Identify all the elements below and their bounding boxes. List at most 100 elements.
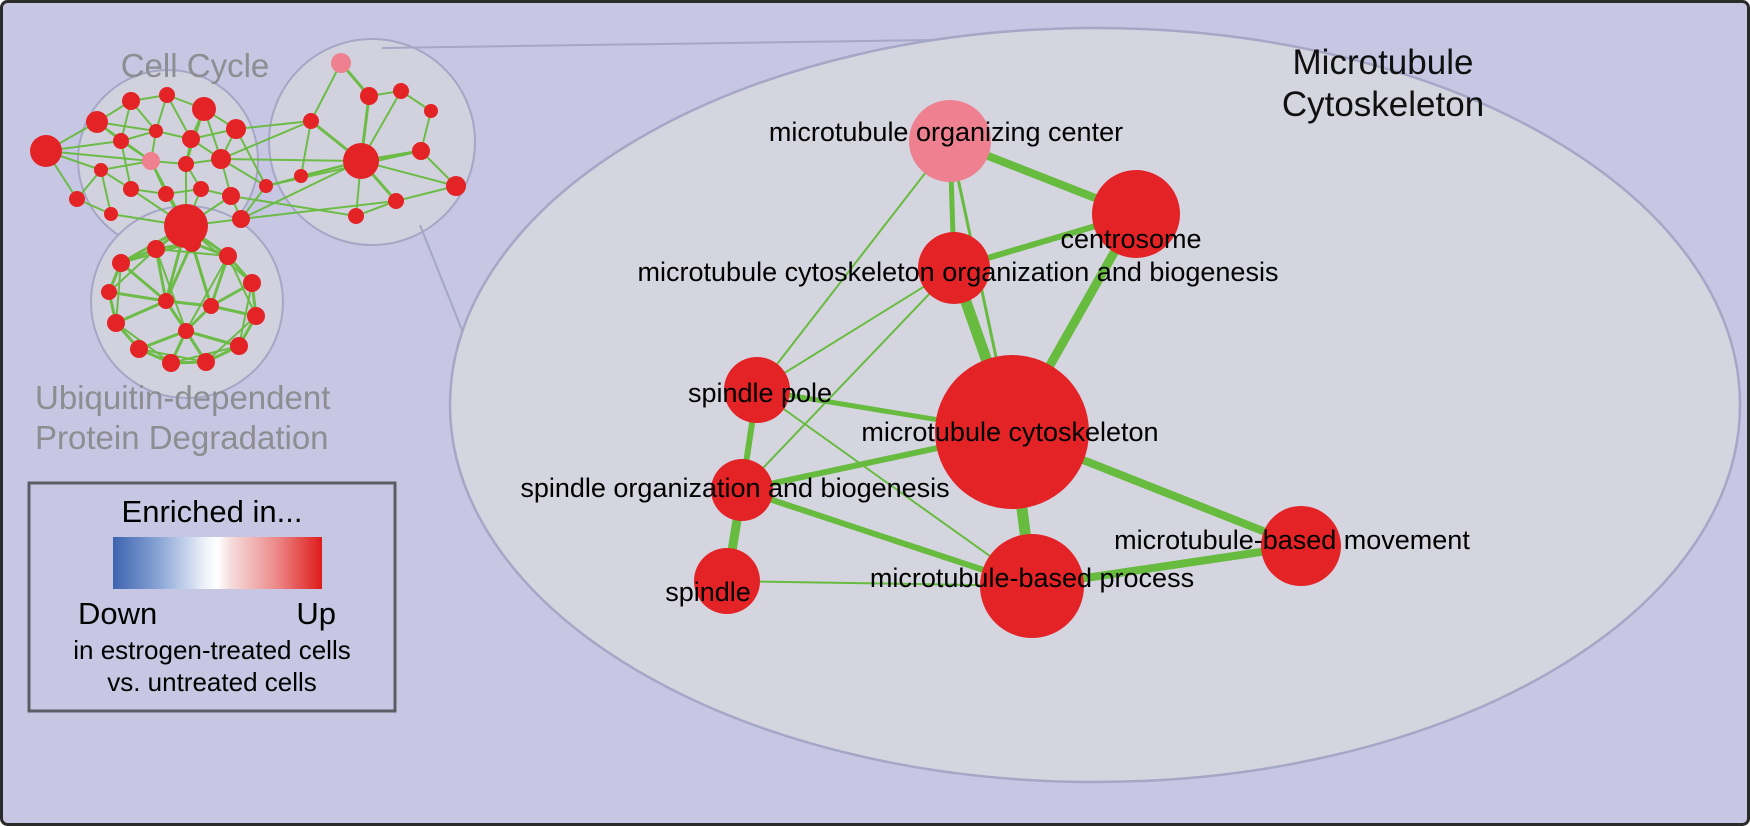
node-label-moc: microtubule organizing center — [769, 117, 1123, 147]
overview-node — [122, 92, 140, 110]
node-mbm — [1261, 506, 1341, 586]
overview-node — [243, 274, 261, 292]
overview-edge — [155, 248, 187, 332]
node-label-sp: spindle pole — [688, 378, 832, 408]
overview-node — [259, 179, 273, 193]
edge-mcob-sob — [741, 267, 955, 491]
overview-node — [412, 142, 430, 160]
node-mcob — [918, 232, 990, 304]
overview-node — [232, 210, 250, 228]
overview-node — [142, 152, 160, 170]
overview-node — [69, 191, 85, 207]
overview-edge — [395, 185, 457, 202]
detail-title-line1: Microtubule — [1293, 43, 1474, 82]
node-label-sob: spindle organization and biogenesis — [520, 473, 949, 503]
detail-network-nodes — [694, 100, 1341, 638]
overview-node — [149, 124, 163, 138]
node-mc — [935, 355, 1089, 509]
overview-node — [182, 130, 200, 148]
overview-node — [343, 143, 379, 179]
overview-node — [203, 298, 219, 314]
ubiquitin-cluster-label-line2: Protein Degradation — [35, 419, 329, 456]
overview-node — [247, 307, 265, 325]
overview-node — [130, 340, 148, 358]
node-label-mc: microtubule cytoskeleton — [861, 417, 1158, 447]
node-mbp — [980, 534, 1084, 638]
legend-title: Enriched in... — [122, 494, 303, 529]
overview-edge — [100, 169, 112, 215]
overview-node — [446, 176, 466, 196]
overview-node — [303, 113, 319, 129]
node-sob — [711, 459, 773, 521]
legend: Enriched in... Down Up in estrogen-treat… — [27, 481, 397, 713]
overview-node — [113, 133, 129, 149]
overview-edge — [310, 62, 342, 122]
node-spindle — [694, 548, 760, 614]
node-label-mcob: microtubule cytoskeleton organization an… — [638, 257, 1279, 287]
overview-node — [178, 323, 194, 339]
overview-edge — [115, 262, 122, 324]
overview-node — [211, 149, 231, 169]
node-moc — [909, 100, 991, 182]
overview-node — [86, 111, 108, 133]
overview-node — [94, 163, 108, 177]
overview-edge — [240, 160, 362, 220]
legend-up-label: Up — [296, 596, 336, 631]
overview-node — [107, 314, 125, 332]
overview-node — [112, 254, 130, 272]
overview-node — [183, 234, 201, 252]
detail-zoom-ellipse — [448, 26, 1742, 784]
node-label-spindle: spindle — [665, 577, 751, 607]
legend-caption-line1: in estrogen-treated cells — [73, 635, 350, 665]
overview-node — [178, 156, 194, 172]
overview-node — [424, 104, 438, 118]
overview-node — [348, 208, 364, 224]
overview-network-nodes — [30, 53, 466, 372]
overview-edge — [155, 248, 229, 257]
overview-node — [192, 97, 216, 121]
overview-edge — [220, 120, 312, 160]
overview-edge — [115, 299, 167, 325]
edge-mcob-sp — [756, 267, 955, 391]
overview-edge — [238, 282, 253, 347]
overview-node — [331, 53, 351, 73]
overview-node — [388, 193, 404, 209]
overview-edge — [235, 120, 312, 130]
overview-node — [294, 169, 308, 183]
legend-down-label: Down — [78, 596, 157, 631]
overview-node — [104, 207, 118, 221]
overview-node — [193, 181, 209, 197]
edge-sp-mbp — [756, 389, 1033, 587]
overview-node — [393, 83, 409, 99]
overview-node — [222, 187, 240, 205]
edge-moc-sp — [756, 140, 951, 391]
overview-node — [197, 353, 215, 371]
overview-edge — [120, 261, 167, 303]
overview-node — [147, 240, 165, 258]
overview-node — [158, 293, 174, 309]
detail-node-labels: microtubule organizing centercentrosomem… — [520, 117, 1470, 607]
node-label-mbm: microtubule-based movement — [1114, 525, 1470, 555]
overview-node — [226, 119, 246, 139]
overview-node — [158, 186, 174, 202]
overview-edge — [235, 128, 267, 187]
node-cen — [1092, 170, 1180, 258]
overview-edge — [185, 329, 240, 348]
detail-title-line2: Cytoskeleton — [1282, 85, 1484, 124]
overview-node — [30, 135, 62, 167]
zoom-indicator-line — [381, 39, 934, 49]
overview-node — [230, 337, 248, 355]
overview-node — [159, 87, 175, 103]
overview-edge — [300, 120, 312, 177]
legend-gradient-bar — [113, 537, 322, 589]
ubiquitin-cluster-label-line1: Ubiquitin-dependent — [35, 379, 330, 416]
overview-edge — [240, 200, 397, 220]
overview-node — [162, 354, 180, 372]
overview-node — [360, 87, 378, 105]
overview-edge — [220, 158, 362, 162]
overview-edge — [108, 248, 157, 293]
overview-edge — [205, 315, 257, 363]
node-label-cen: centrosome — [1060, 224, 1201, 254]
